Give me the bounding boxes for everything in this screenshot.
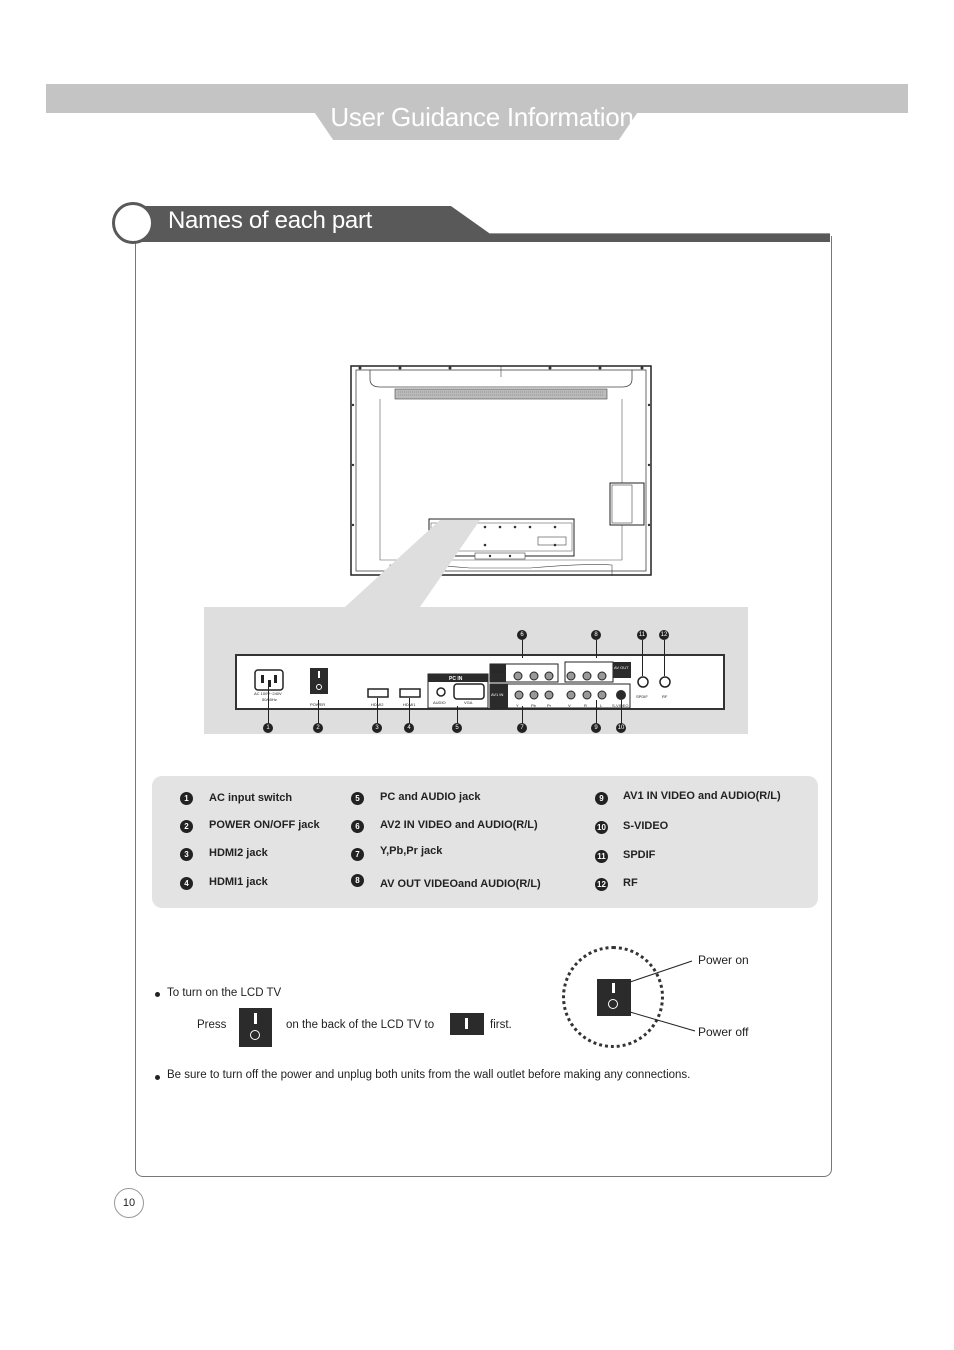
power-on-symbol-icon: [450, 1013, 484, 1035]
legend-label-2: POWER ON/OFF jack: [209, 819, 320, 831]
legend-label-8: AV OUT VIDEOand AUDIO(R/L): [380, 878, 541, 890]
page-number: 10: [114, 1188, 144, 1218]
legend-num-12: 12: [595, 878, 608, 891]
spdif-port-icon: [637, 676, 649, 688]
legend-label-4: HDMI1 jack: [209, 876, 268, 888]
callout-7: 7: [517, 723, 527, 733]
legend-num-3: 3: [180, 848, 193, 861]
power-switch-icon: [310, 668, 328, 694]
av1-in-label: AV1 IN: [491, 692, 504, 697]
callout-line-11: [642, 640, 643, 676]
callout-2: 2: [313, 723, 323, 733]
callout-1: 1: [263, 723, 273, 733]
legend-num-10: 10: [595, 821, 608, 834]
spdif-label: SPDIF: [636, 694, 648, 699]
connector-details: [254, 661, 671, 709]
svideo-port-icon: [616, 690, 626, 700]
callout-8: 8: [591, 630, 601, 640]
callout-12: 12: [659, 630, 669, 640]
av1-r-label: R: [584, 703, 587, 708]
press-text: Press: [197, 1019, 227, 1031]
callout-line-5: [457, 706, 458, 724]
callout-5: 5: [452, 723, 462, 733]
switch-zoom-circle: [562, 946, 664, 1048]
pb-label: Pb: [531, 703, 536, 708]
callout-line-9: [596, 700, 597, 724]
av-out-label: AV OUT: [614, 665, 629, 670]
legend-num-1: 1: [180, 792, 193, 805]
legend-num-4: 4: [180, 877, 193, 890]
rf-label: RF: [662, 694, 668, 699]
legend-label-5: PC and AUDIO jack: [380, 791, 481, 803]
callout-line-12: [664, 640, 665, 676]
hdmi1-port-icon: [399, 688, 421, 698]
callout-3: 3: [372, 723, 382, 733]
audio-label: AUDIO: [433, 700, 446, 705]
parts-legend: [152, 776, 818, 908]
y-label: Y: [516, 703, 519, 708]
power-switch-off-icon: [239, 1008, 272, 1047]
svideo-label: S-VIDEO: [612, 703, 628, 708]
legend-label-6: AV2 IN VIDEO and AUDIO(R/L): [380, 819, 538, 831]
turn-on-heading: To turn on the LCD TV: [167, 987, 282, 999]
hdmi2-port-icon: [367, 688, 389, 698]
legend-num-11: 11: [595, 850, 608, 863]
bullet-dot: [155, 1075, 160, 1080]
callout-line-2: [318, 700, 319, 724]
legend-label-9: AV1 IN VIDEO and AUDIO(R/L): [623, 790, 781, 802]
pc-in-label: PC IN: [449, 676, 463, 682]
power-off-label: Power off: [698, 1025, 749, 1039]
ac-freq-label: 50/60Hz: [262, 697, 277, 702]
callout-4: 4: [404, 723, 414, 733]
section-header-circle: [112, 202, 154, 244]
bullet-dot: [155, 992, 160, 997]
legend-num-5: 5: [351, 792, 364, 805]
av1-v-label: V: [568, 703, 571, 708]
callout-11: 11: [637, 630, 647, 640]
page-title: User Guidance Information: [330, 102, 634, 132]
zoom-indicator: [345, 520, 480, 607]
tv-back-illustration: [350, 365, 652, 576]
section-title: Names of each part: [168, 207, 373, 234]
power-switch-diagram-icon: [597, 979, 631, 1016]
header-tab: [306, 100, 646, 140]
pr-label: Pr: [547, 703, 551, 708]
content-frame: [135, 236, 832, 1177]
callout-line-8: [596, 640, 597, 658]
legend-label-1: AC input switch: [209, 792, 293, 804]
vga-label: VGA: [464, 700, 473, 705]
callout-6: 6: [517, 630, 527, 640]
av2-in-label: AV2 IN: [492, 669, 505, 674]
callout-line-7: [522, 706, 523, 724]
callout-line-1: [268, 684, 269, 724]
instruction-middle-text: on the back of the LCD TV to: [286, 1019, 435, 1031]
legend-num-8: 8: [351, 874, 364, 887]
switch-pointer-lines: [629, 960, 696, 1032]
audio-jack-icon: [436, 687, 446, 697]
legend-num-9: 9: [595, 792, 608, 805]
warning-text: Be sure to turn off the power and unplug…: [167, 1069, 691, 1081]
callout-line-4: [409, 698, 410, 724]
av1-l-label: L: [600, 703, 603, 708]
legend-label-11: SPDIF: [623, 849, 656, 861]
power-label: POWER: [310, 702, 325, 707]
legend-label-7: Y,Pb,Pr jack: [380, 845, 443, 857]
legend-label-12: RF: [623, 877, 638, 889]
rf-port-icon: [659, 676, 671, 688]
callout-line-10: [621, 700, 622, 724]
ac-rating-label: AC 100V~240V: [254, 691, 282, 696]
vga-port-icon: [453, 683, 485, 700]
callout-line-3: [377, 698, 378, 724]
instruction-first-text: first.: [490, 1019, 512, 1031]
power-on-label: Power on: [698, 953, 749, 967]
legend-label-3: HDMI2 jack: [209, 847, 268, 859]
legend-num-6: 6: [351, 820, 364, 833]
legend-label-10: S-VIDEO: [623, 820, 669, 832]
callout-line-6: [522, 640, 523, 658]
callout-9: 9: [591, 723, 601, 733]
callout-10: 10: [616, 723, 626, 733]
legend-num-7: 7: [351, 848, 364, 861]
legend-num-2: 2: [180, 820, 193, 833]
